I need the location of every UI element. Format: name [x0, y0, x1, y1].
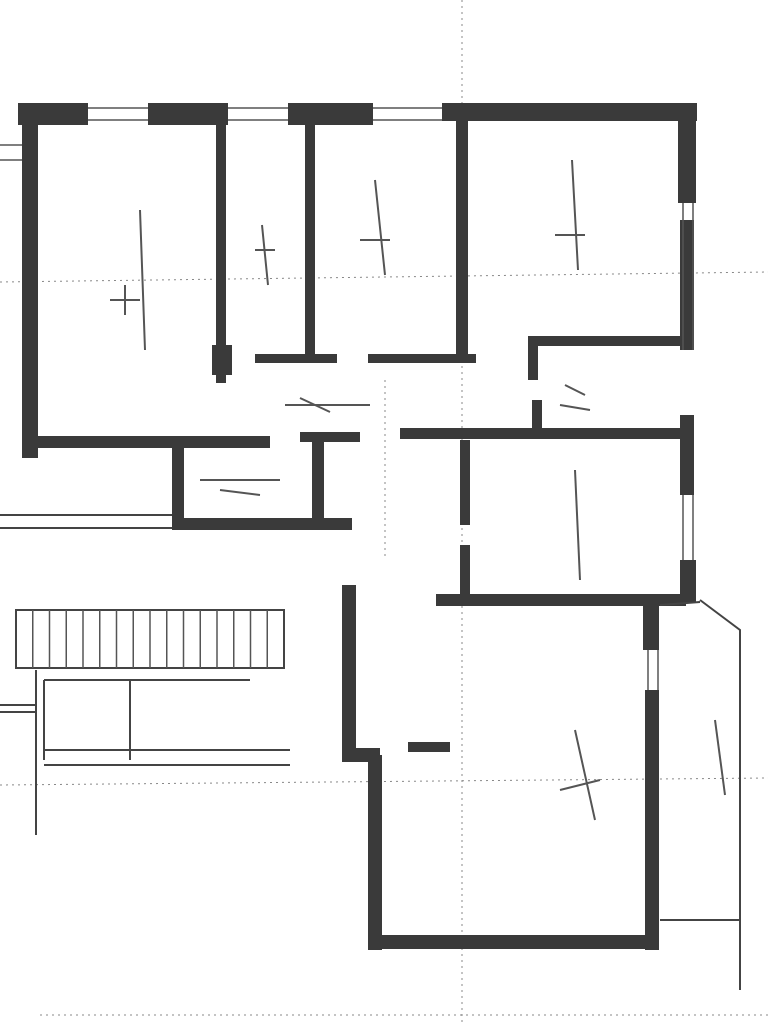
balcony — [659, 599, 741, 990]
room-label-small-bath — [559, 384, 591, 411]
room-label-balcony — [714, 719, 726, 796]
room-label-right-middle — [574, 469, 581, 581]
outer-walls — [18, 103, 697, 950]
room-label-corridor — [285, 397, 370, 413]
room-label-top-right — [555, 159, 585, 271]
inner-walls — [172, 118, 690, 752]
room-labels — [110, 159, 726, 821]
entrance-lines — [0, 514, 290, 835]
room-label-top-narrow — [255, 224, 275, 286]
windows — [0, 107, 694, 690]
staircase — [15, 609, 285, 669]
room-label-closet — [200, 479, 280, 496]
room-label-top-left — [110, 209, 146, 351]
room-label-living — [559, 729, 601, 821]
room-label-top-middle — [360, 179, 390, 276]
